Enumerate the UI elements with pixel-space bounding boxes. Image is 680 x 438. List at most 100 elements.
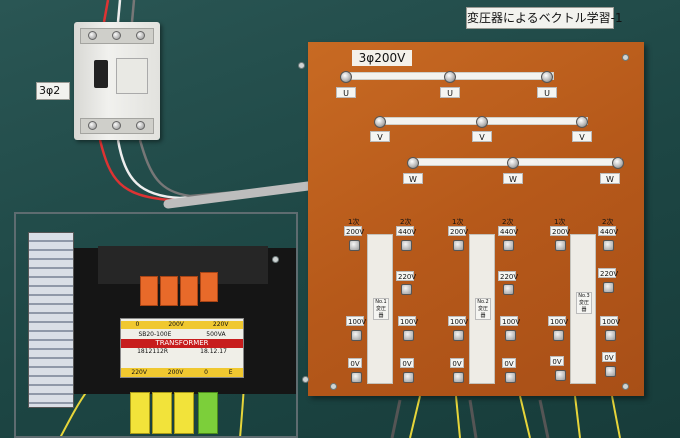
voltage-label: 100V xyxy=(548,316,569,326)
voltage-label: 200V xyxy=(344,226,365,236)
phase-sticker: 3φ2 xyxy=(36,82,70,100)
plate-date: 18.12.17 xyxy=(200,348,227,355)
voltage-label: 0V xyxy=(602,352,616,362)
terminal-screw[interactable] xyxy=(603,240,614,251)
phase-tag-v: V xyxy=(472,131,492,142)
plate-voltage: 200V xyxy=(168,321,184,328)
screw xyxy=(88,121,97,130)
terminal-screw[interactable] xyxy=(555,370,566,381)
mount-screw xyxy=(298,62,305,69)
voltage-label: 100V xyxy=(398,316,419,326)
screw xyxy=(88,31,97,40)
voltage-label: 0V xyxy=(502,358,516,368)
yellow-connector[interactable] xyxy=(174,392,194,434)
terminal-screw[interactable] xyxy=(453,372,464,383)
terminal-post[interactable] xyxy=(507,157,519,169)
plate-name: TRANSFORMER xyxy=(121,339,243,348)
terminal-screw[interactable] xyxy=(505,372,516,383)
breaker-window xyxy=(116,58,148,94)
phase-tag-w: W xyxy=(503,173,523,184)
terminal-post[interactable] xyxy=(476,116,488,128)
plate-voltage: 0 xyxy=(135,321,140,328)
terminal-post[interactable] xyxy=(340,71,352,83)
terminal-screw[interactable] xyxy=(453,330,464,341)
plate-bottom-voltages: 220V 200V 0 E xyxy=(121,368,243,377)
board-title: 3φ200V xyxy=(352,50,412,66)
terminal-post[interactable] xyxy=(541,71,553,83)
din-frame xyxy=(14,212,298,438)
terminal-post[interactable] xyxy=(374,116,386,128)
voltage-label: 100V xyxy=(500,316,521,326)
phase-tag-v: V xyxy=(370,131,390,142)
terminal-screw[interactable] xyxy=(351,330,362,341)
voltage-label: 220V xyxy=(498,271,519,281)
terminal-screw[interactable] xyxy=(503,284,514,295)
plate-voltage: 220V xyxy=(131,369,147,376)
primary-label: 1次 xyxy=(554,218,566,226)
mount-screw xyxy=(272,256,279,263)
breaker-lever xyxy=(94,60,108,88)
primary-label: 1次 xyxy=(452,218,464,226)
plate-voltage: 220V xyxy=(212,321,229,328)
terminal-screw[interactable] xyxy=(401,284,412,295)
ground-connector[interactable] xyxy=(198,392,218,434)
voltage-label: 0V xyxy=(550,356,564,366)
phase-tag-w: W xyxy=(600,173,620,184)
terminal-screw[interactable] xyxy=(605,330,616,341)
unit-tag: No.2 変圧器 xyxy=(475,298,491,320)
terminal-post[interactable] xyxy=(407,157,419,169)
voltage-label: 440V xyxy=(396,226,417,236)
terminal-screw[interactable] xyxy=(351,372,362,383)
terminal-post[interactable] xyxy=(576,116,588,128)
orange-connector[interactable] xyxy=(140,276,158,306)
plate-voltage: 200V xyxy=(167,369,184,376)
terminal-screw[interactable] xyxy=(453,240,464,251)
terminal-screw[interactable] xyxy=(349,240,360,251)
plate-serial: 1812112R xyxy=(137,348,168,355)
screw xyxy=(136,121,145,130)
phase-tag-u: U xyxy=(537,87,557,98)
voltage-label: 440V xyxy=(498,226,519,236)
mount-screw xyxy=(330,383,337,390)
screw xyxy=(112,121,121,130)
yellow-connector[interactable] xyxy=(152,392,172,434)
plate-model: SB20-100E xyxy=(138,331,172,338)
terminal-screw[interactable] xyxy=(605,366,616,377)
yellow-connector[interactable] xyxy=(130,392,150,434)
terminal-screw[interactable] xyxy=(401,240,412,251)
voltage-label: 100V xyxy=(448,316,469,326)
mount-screw xyxy=(622,383,629,390)
terminal-screw[interactable] xyxy=(555,240,566,251)
mount-screw xyxy=(302,376,309,383)
voltage-label: 220V xyxy=(598,268,619,278)
terminal-screw[interactable] xyxy=(503,240,514,251)
plate-top-voltages: 0 200V 220V xyxy=(121,321,243,329)
terminal-screw[interactable] xyxy=(403,372,414,383)
terminal-screw[interactable] xyxy=(553,330,564,341)
terminal-post[interactable] xyxy=(444,71,456,83)
secondary-label: 2次 xyxy=(602,218,614,226)
orange-connector[interactable] xyxy=(200,272,218,302)
voltage-label: 200V xyxy=(448,226,469,236)
plate-voltage: 0 xyxy=(204,369,208,376)
phase-tag-w: W xyxy=(403,173,423,184)
orange-connector[interactable] xyxy=(160,276,178,306)
primary-label: 1次 xyxy=(348,218,360,226)
plate-capacity: 500VA xyxy=(206,331,226,338)
voltage-label: 440V xyxy=(598,226,619,236)
phase-tag-u: U xyxy=(440,87,460,98)
phase-tag-u: U xyxy=(336,87,356,98)
voltage-label: 100V xyxy=(346,316,367,326)
plate-model-row: SB20-100E 500VA xyxy=(121,331,243,339)
orange-connector[interactable] xyxy=(180,276,198,306)
voltage-label: 0V xyxy=(348,358,362,368)
terminal-screw[interactable] xyxy=(505,330,516,341)
plate-serial-row: 1812112R 18.12.17 xyxy=(121,348,243,356)
terminal-screw[interactable] xyxy=(403,330,414,341)
terminal-post[interactable] xyxy=(612,157,624,169)
secondary-label: 2次 xyxy=(400,218,412,226)
terminal-screw[interactable] xyxy=(603,282,614,293)
plate-voltage: E xyxy=(228,369,233,376)
voltage-label: 100V xyxy=(600,316,621,326)
unit-tag: No.3 変圧器 xyxy=(576,292,592,314)
